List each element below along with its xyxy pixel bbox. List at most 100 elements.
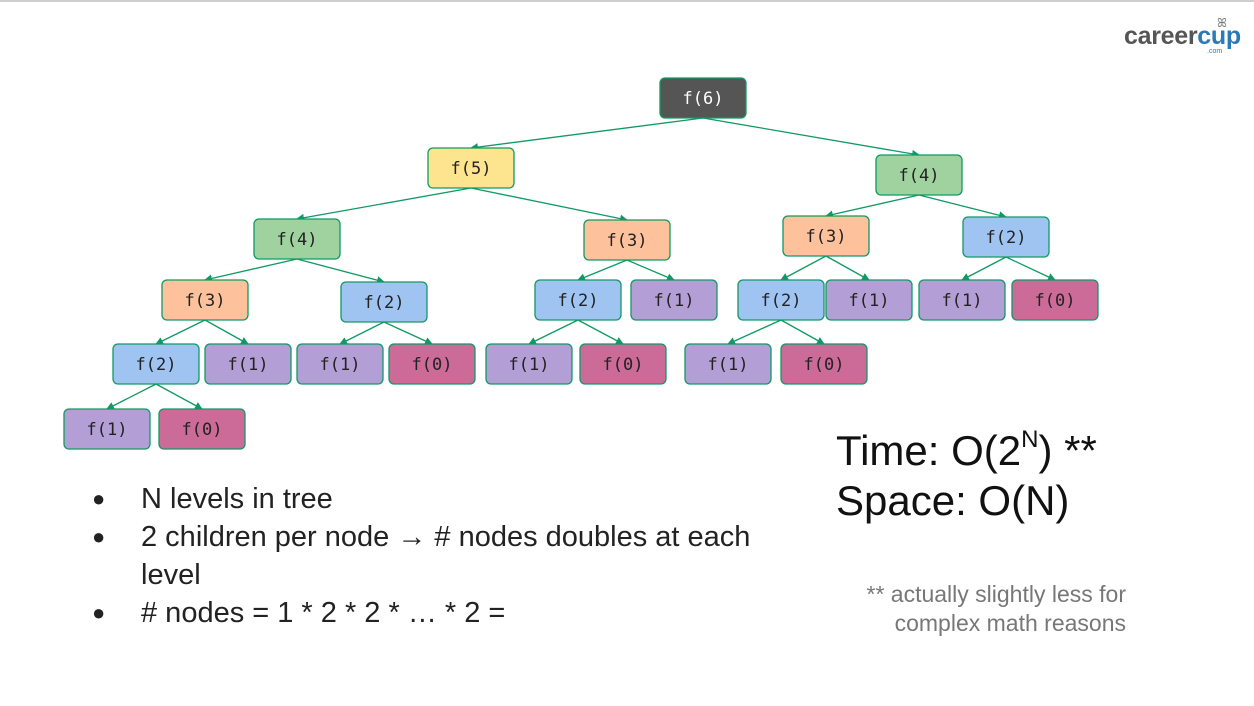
tree-node: f(1) [63,408,151,450]
top-divider [0,0,1254,2]
logo-wordmark: careercup [1124,22,1244,51]
bullet-text: N levels in tree [141,483,333,515]
tree-node-box [296,343,384,385]
tree-node: f(2) [737,279,825,321]
tree-node: f(1) [825,279,913,321]
tree-node-label: f(0) [804,355,845,375]
tree-edge-arrow [961,256,1007,281]
tree-node: f(1) [684,343,772,385]
tree-node-box [918,279,1006,321]
tree-node: f(0) [388,343,476,385]
tree-node-label: f(1) [509,355,550,375]
tree-edge-arrow [470,117,704,152]
tree-edge-arrow [528,319,579,345]
tree-node-box [253,218,341,260]
tree-node-label: f(3) [185,291,226,311]
tree-edge-arrow [339,321,385,345]
tree-node-label: f(0) [182,420,223,440]
tree-node: f(3) [583,219,671,261]
bullet-levels: ● N levels in tree [88,480,808,518]
tree-node-box [825,279,913,321]
logo-suffix: .com [1207,48,1223,55]
tree-edge-arrow [106,383,157,410]
tree-node-box [583,219,671,261]
tree-node: f(2) [340,281,428,323]
tree-node-box [340,281,428,323]
tree-node-box [161,279,249,321]
tree-edge-arrow [825,194,920,219]
tree-edge-arrow [1005,256,1056,281]
tree-edge-arrow [383,321,433,345]
tree-node-box [485,343,573,385]
tree-node: f(0) [1011,279,1099,321]
tree-edge-arrow [204,319,249,345]
tree-node: f(0) [158,408,246,450]
tree-node-box [684,343,772,385]
complexity-summary: Time: O(2N) ** Space: O(N) [836,426,1097,526]
tree-edge-arrow [470,187,628,223]
tree-node-box [659,77,747,119]
tree-node-label: f(1) [849,291,890,311]
tree-node: f(4) [253,218,341,260]
tree-node-box [630,279,718,321]
tree-node-box [875,154,963,196]
bullet-node-count: ●# nodes = 1 * 2 * 2 * … * 2 = [88,594,808,632]
tree-node-box [737,279,825,321]
tree-node-label: f(2) [364,293,405,313]
tree-node: f(6) [659,77,747,119]
tree-node: f(1) [296,343,384,385]
tree-node: f(1) [204,343,292,385]
tree-node-label: f(4) [277,230,318,250]
tree-node-box [158,408,246,450]
tree-node-label: f(1) [654,291,695,311]
tree-node-label: f(1) [228,355,269,375]
tree-node: f(3) [161,279,249,321]
recursion-tree-diagram: f(6) f(5) f(4) f(4) f(3) f(3) f(2) f(3) f(2) f(2)… [63,77,1099,450]
tree-node: f(1) [630,279,718,321]
tree-node-label: f(1) [942,291,983,311]
tree-edge-arrow [780,255,827,281]
tree-edge-arrow [155,383,203,410]
tree-node-label: f(2) [136,355,177,375]
tree-edge-arrow [780,319,825,345]
tree-node-box [782,215,870,257]
tree-node-box [388,343,476,385]
tree-node-label: f(0) [1035,291,1076,311]
tree-node: f(5) [427,147,515,189]
space-complexity: Space: O(N) [836,477,1070,524]
tree-node-label: f(3) [806,227,847,247]
bullet-dot-icon: ● [92,524,106,549]
bullet-dot-icon: ● [92,486,106,511]
tree-node-label: f(1) [708,355,749,375]
tree-node-label: f(1) [87,420,128,440]
tree-node-box [780,343,868,385]
cup-steam-icon: ꕤ [1217,16,1227,30]
tree-edge-arrow [918,194,1007,220]
tree-node-label: f(2) [761,291,802,311]
time-exponent: N [1021,426,1039,453]
tree-edge-arrow [825,255,870,281]
footnote-line-2: complex math reasons [894,610,1126,636]
tree-node-box [962,216,1050,258]
tree-node-label: f(2) [986,228,1027,248]
tree-edge-arrow [155,319,206,345]
tree-edge-arrow [204,258,298,283]
bullet-list: ● N levels in tree ●2 children per node →… [88,480,808,632]
tree-node: f(1) [485,343,573,385]
tree-node: f(0) [579,343,667,385]
tree-node-label: f(5) [451,159,492,179]
tree-node: f(0) [780,343,868,385]
tree-node: f(2) [534,279,622,321]
tree-node-label: f(2) [558,291,599,311]
tree-node: f(2) [112,343,200,385]
time-complexity: Time: O(2N) ** [836,426,1097,476]
tree-edge-arrow [577,319,624,345]
tree-node-box [427,147,515,189]
tree-node-box [1011,279,1099,321]
tree-node: f(4) [875,154,963,196]
tree-edge-arrow [296,187,472,222]
tree-edge-arrow [577,259,628,282]
logo-word-accent: cup [1197,22,1241,50]
bullet-children: ●2 children per node → # nodes doubles a… [88,518,808,594]
footnote: ** actually slightly less for complex ma… [820,580,1127,638]
